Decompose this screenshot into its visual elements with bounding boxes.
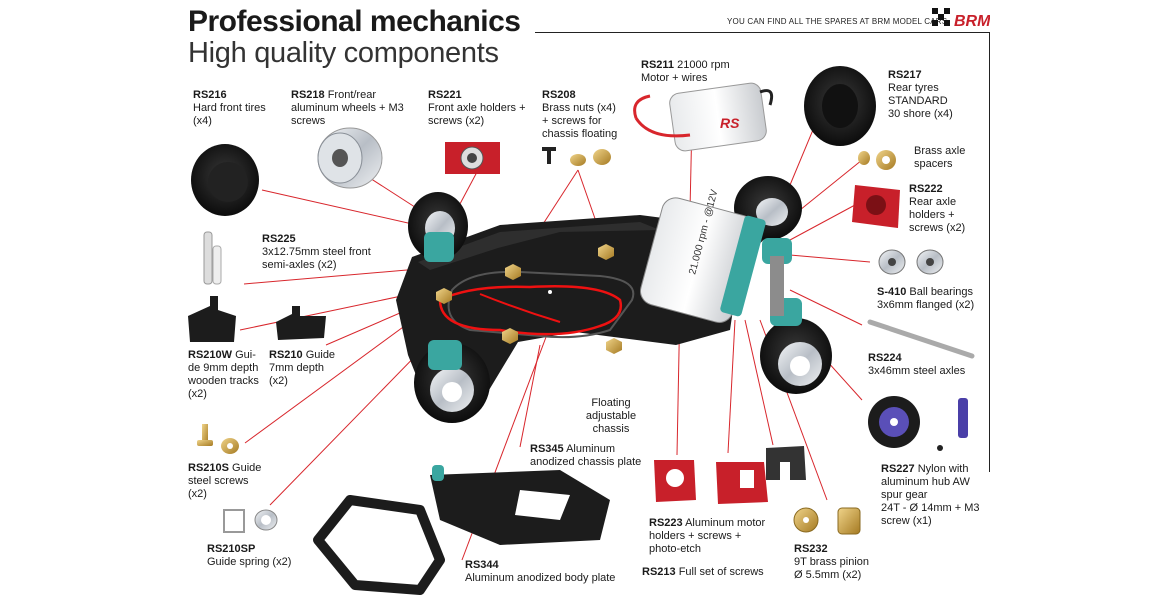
rs223-motor-holders xyxy=(654,446,806,504)
rs210w-guide xyxy=(188,296,236,342)
rs224-axle xyxy=(867,319,975,359)
rs210s-screws xyxy=(197,424,239,454)
brm-logo: BRM xyxy=(932,8,990,30)
label-rs221: RS221 Front axle holders + screws (x2) xyxy=(428,89,526,127)
page-title: Professional mechanics xyxy=(188,5,521,38)
rs221-holder xyxy=(445,142,500,174)
svg-text:RS: RS xyxy=(720,115,740,131)
rs232-pinions xyxy=(793,507,861,535)
label-rs211: RS211 21000 rpm Motor + wires xyxy=(641,59,730,84)
label-rs208: RS208 Brass nuts (x4) + screws for chass… xyxy=(542,89,618,140)
rs345-chassis-plate xyxy=(430,465,610,545)
spares-note: YOU CAN FIND ALL THE SPARES AT BRM MODEL… xyxy=(727,17,948,26)
rs227-spur-gear xyxy=(868,396,968,451)
s410-bearings xyxy=(878,249,944,275)
rs210sp-spring xyxy=(223,509,278,533)
front-wheels xyxy=(408,192,490,423)
page-subtitle: High quality components xyxy=(188,37,499,69)
label-rs344: RS344 Aluminum anodized body plate xyxy=(465,559,616,584)
label-rs232: RS232 9T brass pinion Ø 5.5mm (x2) xyxy=(794,543,870,581)
label-rs210: RS210 Guide 7mm depth (x2) xyxy=(269,349,336,387)
label-s410: S-410 Ball bearings 3x6mm flanged (x2) xyxy=(877,286,975,311)
logo-text: BRM xyxy=(954,13,990,30)
rs225-axles xyxy=(203,231,222,285)
label-rs225: RS225 3x12.75mm steel front semi-axles (… xyxy=(262,233,371,271)
rs222-holder xyxy=(852,185,900,228)
label-rs213: RS213 Full set of screws xyxy=(642,566,764,578)
label-brass-spacers: Brass axle spacers xyxy=(914,145,966,170)
label-rs345: RS345 Aluminum anodized chassis plate xyxy=(530,443,642,468)
rs217-tyre xyxy=(804,66,876,146)
motor-assembly: 21.000 rpm - @12V xyxy=(640,188,766,323)
label-rs210w: RS210W Gui- de 9mm depth wooden tracks (… xyxy=(188,349,259,400)
label-rs210sp: RS210SP Guide spring (x2) xyxy=(207,543,292,568)
label-rs227: RS227 Nylon with aluminum hub AW spur ge… xyxy=(881,463,980,527)
label-rs216: RS216 Hard front tires (x4) xyxy=(193,89,266,127)
rs216-tire xyxy=(191,144,259,216)
brass-spacers xyxy=(858,150,896,170)
label-rs218: RS218 Front/rear aluminum wheels + M3 sc… xyxy=(291,89,404,127)
label-rs222: RS222 Rear axle holders + screws (x2) xyxy=(909,183,966,234)
checkered-flag-icon xyxy=(932,8,950,26)
header-rule xyxy=(535,32,990,33)
rs211-motor: RS xyxy=(633,82,774,152)
label-rs217: RS217 Rear tyres STANDARD 30 shore (x4) xyxy=(888,69,953,120)
label-rs224: RS224 3x46mm steel axles xyxy=(868,352,966,377)
rs218-wheel xyxy=(317,127,383,189)
label-rs210s: RS210S Guide steel screws (x2) xyxy=(188,462,262,500)
label-floating-chassis: Floating adjustable chassis xyxy=(585,397,637,435)
rs210-guide xyxy=(276,306,326,340)
rs208-parts xyxy=(542,147,611,166)
side-rule xyxy=(989,32,990,472)
rs344-body-plate xyxy=(313,495,445,595)
label-rs223: RS223 Aluminum motor holders + screws + … xyxy=(649,517,766,555)
brass-nuts xyxy=(436,244,622,354)
